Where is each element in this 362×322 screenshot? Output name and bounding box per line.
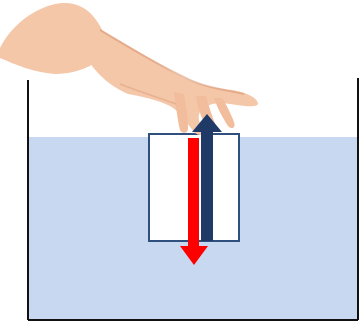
hand-pushing-down-icon: [0, 3, 258, 135]
downward-arrow-shaft: [188, 138, 199, 246]
upward-arrow-shaft: [201, 131, 213, 241]
